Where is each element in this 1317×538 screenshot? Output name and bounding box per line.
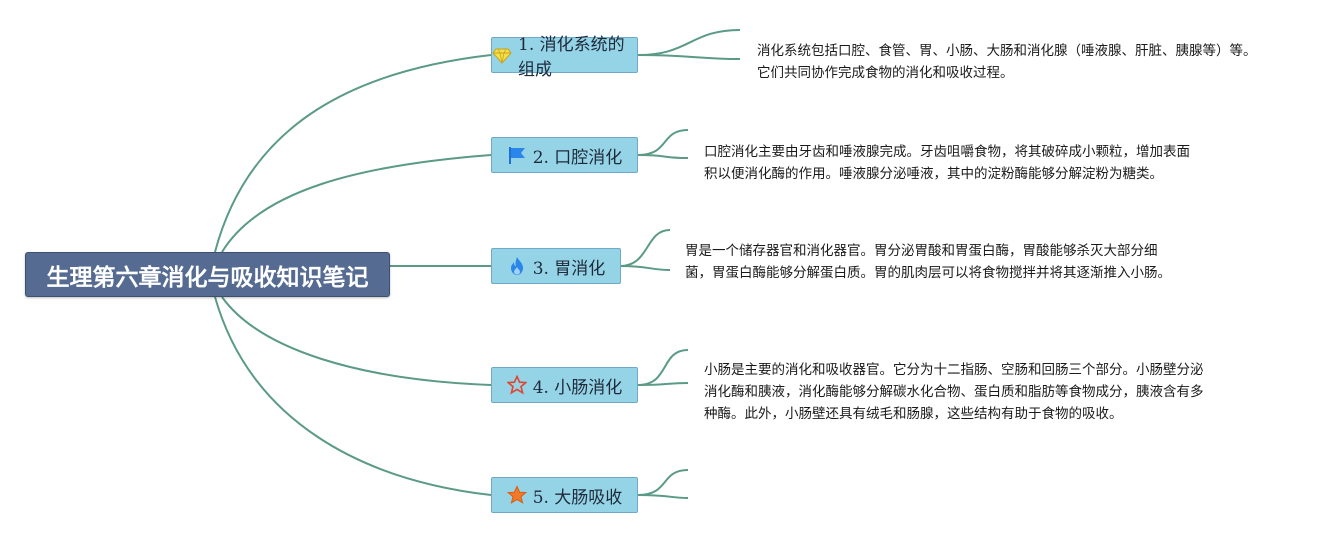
connector-root-topic-1 bbox=[214, 54, 492, 253]
topic-3[interactable]: 3. 胃消化 bbox=[491, 248, 621, 284]
connector-topic-1-note bbox=[637, 29, 741, 56]
connector-root-topic-5 bbox=[214, 296, 492, 496]
connector-topic-3-note bbox=[619, 229, 671, 267]
topic-5[interactable]: 5. 大肠吸收 bbox=[491, 477, 638, 513]
connector-root-topic-2 bbox=[221, 154, 492, 253]
topic-2[interactable]: 2. 口腔消化 bbox=[491, 137, 638, 173]
star-filled-icon bbox=[506, 485, 527, 504]
root-title: 生理第六章消化与吸收知识笔记 bbox=[46, 264, 369, 291]
connector-topic-2-note bbox=[637, 129, 689, 156]
flag-icon bbox=[508, 147, 525, 164]
star-outline-icon bbox=[506, 375, 527, 395]
diamond-icon bbox=[492, 48, 512, 64]
root-topic[interactable]: 生理第六章消化与吸收知识笔记 bbox=[25, 252, 390, 297]
topic-5-label: 5. 大肠吸收 bbox=[532, 487, 623, 508]
topic-2-note: 口腔消化主要由牙齿和唾液腺完成。牙齿咀嚼食物，将其破碎成小颗粒，增加表面积以便消… bbox=[704, 144, 1190, 182]
topic-4-note: 小肠是主要的消化和吸收器官。它分为十二指肠、空肠和回肠三个部分。小肠壁分泌消化酶… bbox=[704, 362, 1204, 422]
topic-4[interactable]: 4. 小肠消化 bbox=[491, 367, 638, 403]
connector-topic-4-note bbox=[637, 349, 689, 386]
fire-icon bbox=[510, 257, 523, 275]
connector-root-topic-4 bbox=[221, 296, 492, 386]
topic-3-note: 胃是一个储存器官和消化器官。胃分泌胃酸和胃蛋白酶，胃酸能够杀灭大部分细菌，胃蛋白… bbox=[685, 243, 1171, 281]
topic-2-label: 2. 口腔消化 bbox=[532, 147, 623, 168]
topic-1-label: 1. 消化系统的组成 bbox=[518, 35, 625, 80]
connector-topic-5-note bbox=[637, 469, 689, 496]
topic-1-note: 消化系统包括口腔、食管、胃、小肠、大肠和消化腺（唾液腺、肝脏、胰腺等）等。它们共… bbox=[757, 43, 1257, 81]
topic-4-label: 4. 小肠消化 bbox=[532, 377, 623, 398]
topic-3-label: 3. 胃消化 bbox=[532, 258, 606, 279]
topic-1[interactable]: 1. 消化系统的组成 bbox=[491, 35, 638, 80]
